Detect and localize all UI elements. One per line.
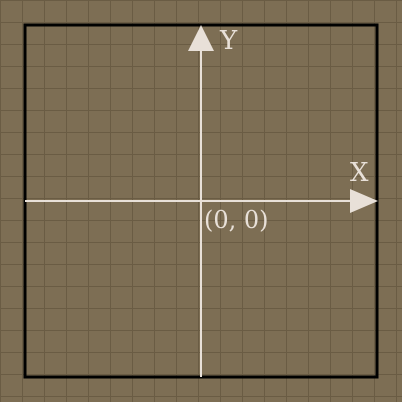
origin-label: (0, 0)	[204, 206, 269, 234]
x-axis-label: X	[350, 158, 369, 188]
x-axis-arrowhead-icon	[350, 189, 378, 213]
y-axis-label: Y	[219, 26, 238, 56]
y-axis-arrowhead-icon	[188, 25, 214, 51]
